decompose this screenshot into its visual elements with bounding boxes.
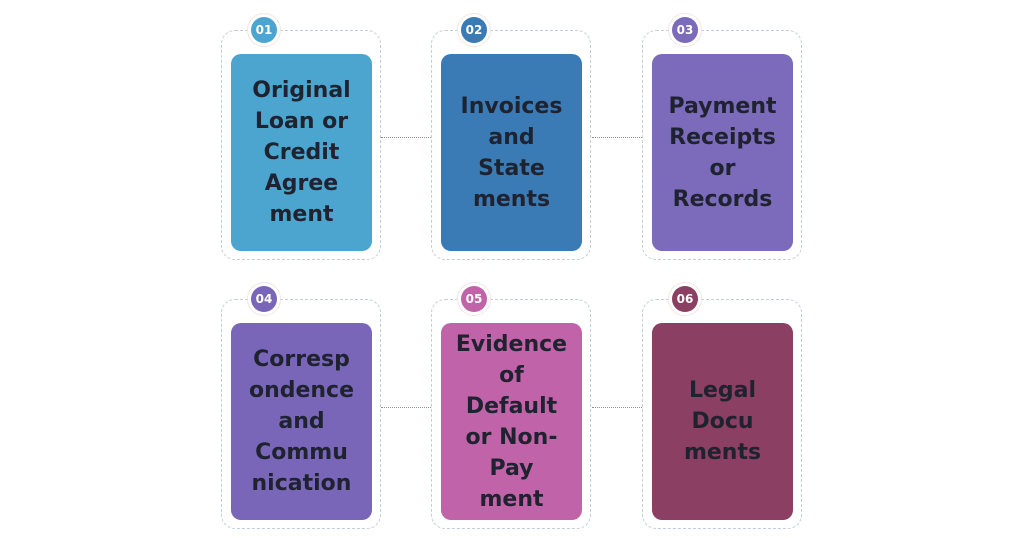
step-label: Invoices and State ments <box>460 93 563 212</box>
connector <box>592 407 642 408</box>
step-number: 06 <box>672 286 698 312</box>
connector <box>592 137 642 138</box>
step-frame: 05 Evidence of Default or Non- Pay ment <box>431 282 591 529</box>
step-card: Original Loan or Credit Agree ment <box>231 54 372 251</box>
step-number-badge: 04 <box>247 282 281 316</box>
step-frame: 04 Corresp ondence and Commu nication <box>221 282 381 529</box>
step-frame: 02 Invoices and State ments <box>431 13 591 260</box>
step-frame: 01 Original Loan or Credit Agree ment <box>221 13 381 260</box>
connector <box>381 137 431 138</box>
step-label: Payment Receipts or Records <box>668 93 777 212</box>
step-label: Evidence of Default or Non- Pay ment <box>455 331 568 512</box>
step-number: 03 <box>672 17 698 43</box>
step-number-badge: 05 <box>457 282 491 316</box>
step-number-badge: 03 <box>668 13 702 47</box>
step-frame: 03 Payment Receipts or Records <box>642 13 802 260</box>
step-number-badge: 06 <box>668 282 702 316</box>
step-number-badge: 01 <box>247 13 281 47</box>
step-card: Evidence of Default or Non- Pay ment <box>441 323 582 520</box>
step-card: Invoices and State ments <box>441 54 582 251</box>
step-label: Legal Docu ments <box>683 378 762 465</box>
step-card: Legal Docu ments <box>652 323 793 520</box>
step-number: 04 <box>251 286 277 312</box>
step-number: 02 <box>461 17 487 43</box>
step-frame: 06 Legal Docu ments <box>642 282 802 529</box>
step-number: 05 <box>461 286 487 312</box>
step-number: 01 <box>251 17 277 43</box>
step-label: Original Loan or Credit Agree ment <box>252 78 351 227</box>
step-number-badge: 02 <box>457 13 491 47</box>
connector <box>381 407 431 408</box>
step-card: Payment Receipts or Records <box>652 54 793 251</box>
step-label: Corresp ondence and Commu nication <box>248 347 355 496</box>
step-card: Corresp ondence and Commu nication <box>231 323 372 520</box>
